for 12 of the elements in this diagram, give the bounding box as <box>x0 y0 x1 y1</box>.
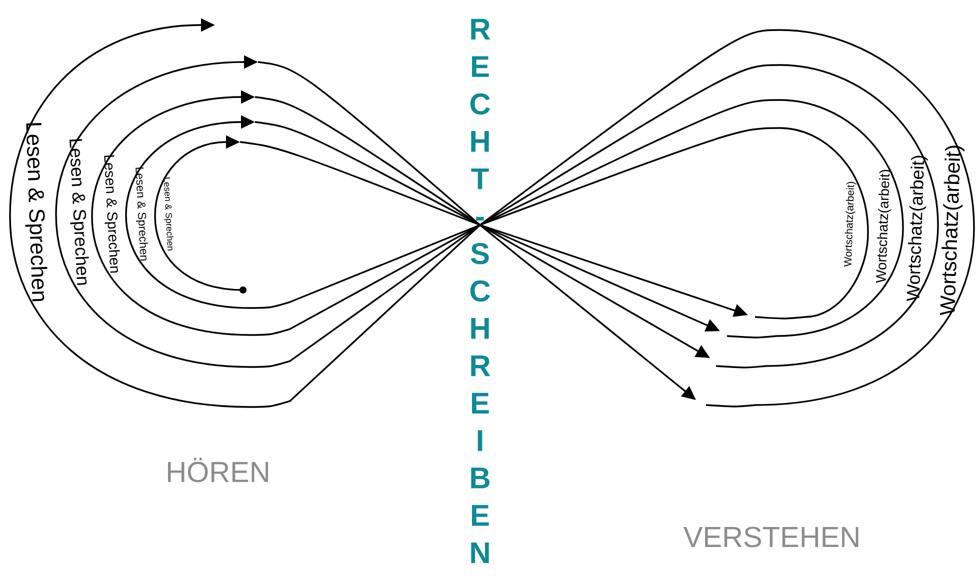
loop-label: Wortschatz(arbeit) <box>906 156 928 301</box>
loop-label: Lesen & Sprechen <box>25 123 48 302</box>
loop-label: Lesen & Sprechen <box>136 167 148 261</box>
vertical-title: RECHT-SCHREIBEN <box>470 18 490 564</box>
loop-label: Lesen & Sprechen <box>70 139 89 285</box>
section-label: VERSTEHEN <box>684 526 858 548</box>
loop-label: Wortschatz(arbeit) <box>940 146 965 316</box>
loop-label: Lesen & Sprechen <box>164 178 174 250</box>
loop-label: Wortschatz(arbeit) <box>844 182 856 267</box>
loop-label: Wortschatz(arbeit) <box>876 170 892 283</box>
section-label: HÖREN <box>168 458 268 482</box>
loop-label: Lesen & Sprechen <box>104 155 120 273</box>
